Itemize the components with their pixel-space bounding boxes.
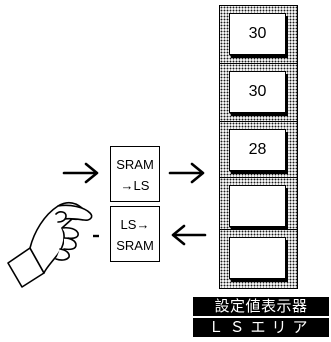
arrow-right-icon (168, 162, 205, 184)
display-cell-3: 28 (219, 121, 298, 181)
display-cell-value: 28 (248, 141, 267, 158)
display-cell-field: 30 (229, 13, 286, 55)
display-cell-5 (219, 229, 298, 289)
ls-to-sram-button[interactable]: LS→ SRAM (110, 206, 160, 262)
ls-to-sram-label-line2: SRAM (116, 238, 154, 253)
caption-line-2: ＬＳエリア (193, 318, 329, 337)
caption-line-1: 設定値表示器 (193, 297, 329, 316)
arrow-right-icon (62, 162, 99, 184)
display-cell-field (229, 185, 286, 227)
sram-to-ls-label-line1: SRAM (116, 157, 154, 172)
ls-to-sram-label-line1: LS→ (120, 217, 150, 232)
display-cell-value: 30 (248, 25, 267, 42)
display-cell-value: 30 (248, 83, 267, 100)
display-cell-field: 28 (229, 129, 286, 171)
display-cell-2: 30 (219, 63, 298, 123)
display-cell-1: 30 (219, 5, 298, 65)
sram-to-ls-button[interactable]: SRAM →LS (110, 146, 160, 202)
display-cell-field (229, 237, 286, 279)
arrow-left-icon (171, 224, 207, 246)
display-cell-field: 30 (229, 71, 286, 113)
pointing-hand-icon (7, 201, 93, 288)
sram-to-ls-label-line2: →LS (120, 178, 150, 193)
